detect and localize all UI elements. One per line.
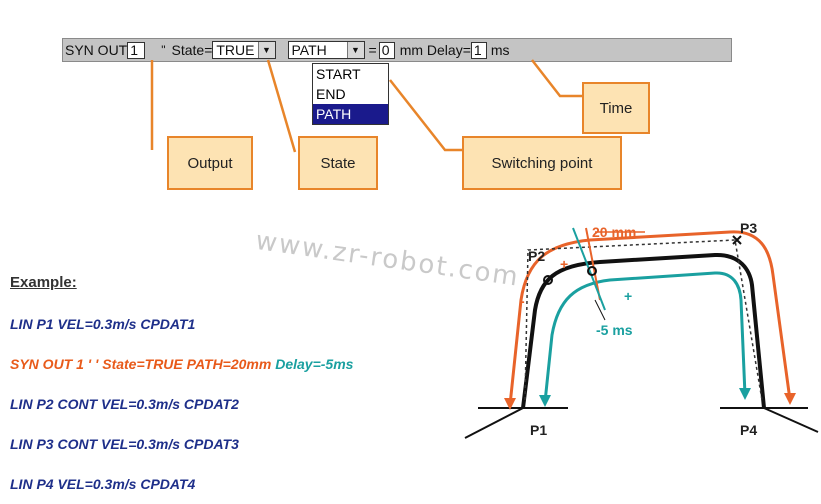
ground-lines (464, 407, 819, 439)
dotted-path (524, 239, 763, 401)
syn-out-label: SYN OUT (65, 42, 128, 58)
teal-arrow-left (539, 395, 551, 407)
option-path[interactable]: PATH (313, 104, 388, 124)
minus-orange-label: - (520, 293, 525, 309)
code-line-3: LIN P2 CONT VEL=0.3m/s CPDAT2 (10, 396, 239, 412)
orange-arrow-left (504, 398, 516, 410)
p2-label: P2 (528, 248, 546, 264)
mm-delay-label: mm Delay= (399, 42, 471, 58)
state-label: State= (171, 42, 213, 58)
output-input[interactable]: 1 (127, 41, 146, 59)
p1-label: P1 (530, 422, 548, 438)
orange-arrow-right (784, 393, 796, 405)
black-path (521, 252, 766, 409)
chevron-down-icon[interactable]: ▼ (346, 42, 364, 58)
quote-mark: " (161, 43, 166, 57)
offset-20mm-marker (585, 227, 601, 301)
syn-out-toolbar: SYN OUT 1 " State= TRUE ▼ PATH ▼ = 0 mm … (62, 38, 732, 62)
equals-sign: = (368, 42, 377, 58)
distance-input[interactable]: 0 (378, 41, 395, 59)
ms-label: ms (490, 42, 510, 58)
state-value: TRUE (216, 42, 255, 58)
time-leader-line (531, 59, 582, 98)
option-end[interactable]: END (316, 86, 346, 102)
time-callout: Time (582, 82, 650, 134)
p3-label: P3 (740, 220, 758, 236)
option-start[interactable]: START (316, 66, 361, 82)
code-line-4: LIN P3 CONT VEL=0.3m/s CPDAT3 (10, 436, 239, 452)
p2-point-marker (543, 275, 553, 285)
mode-dropdown[interactable]: PATH ▼ (287, 41, 365, 59)
code-line-5: LIN P4 VEL=0.3m/s CPDAT4 (10, 476, 196, 492)
offset-5ms-label: -5 ms (596, 322, 633, 338)
switching-leader-line (389, 79, 462, 152)
example-title: Example: (10, 274, 77, 291)
teal-path (543, 271, 747, 403)
code-line-1: LIN P1 VEL=0.3m/s CPDAT1 (10, 316, 196, 332)
output-callout: Output (167, 136, 253, 190)
5ms-leader-line (594, 299, 606, 321)
mode-options-list: START END PATH (312, 63, 389, 125)
plus-teal-label: + (624, 288, 633, 304)
state-leader-line (266, 59, 297, 153)
teal-arrow-right (739, 388, 751, 400)
code-line-2: SYN OUT 1 ' ' State=TRUE PATH=20mm Delay… (10, 356, 353, 372)
switching-point-marker (587, 266, 597, 276)
chevron-down-icon[interactable]: ▼ (257, 42, 275, 58)
code-line-2-delay: Delay=-5ms (275, 356, 354, 372)
mode-value: PATH (291, 42, 327, 58)
switching-point-callout: Switching point (462, 136, 622, 190)
state-dropdown[interactable]: TRUE ▼ (212, 41, 276, 59)
p4-label: P4 (740, 422, 758, 438)
p3-point-marker (732, 235, 742, 245)
delay-input[interactable]: 1 (470, 41, 487, 59)
offset-20mm-label: 20 mm (592, 224, 637, 240)
orange-path (508, 230, 792, 406)
state-callout: State (298, 136, 378, 190)
code-line-2-orange: SYN OUT 1 ' ' State=TRUE PATH=20mm (10, 356, 272, 372)
plus-orange-label: + (560, 256, 569, 272)
